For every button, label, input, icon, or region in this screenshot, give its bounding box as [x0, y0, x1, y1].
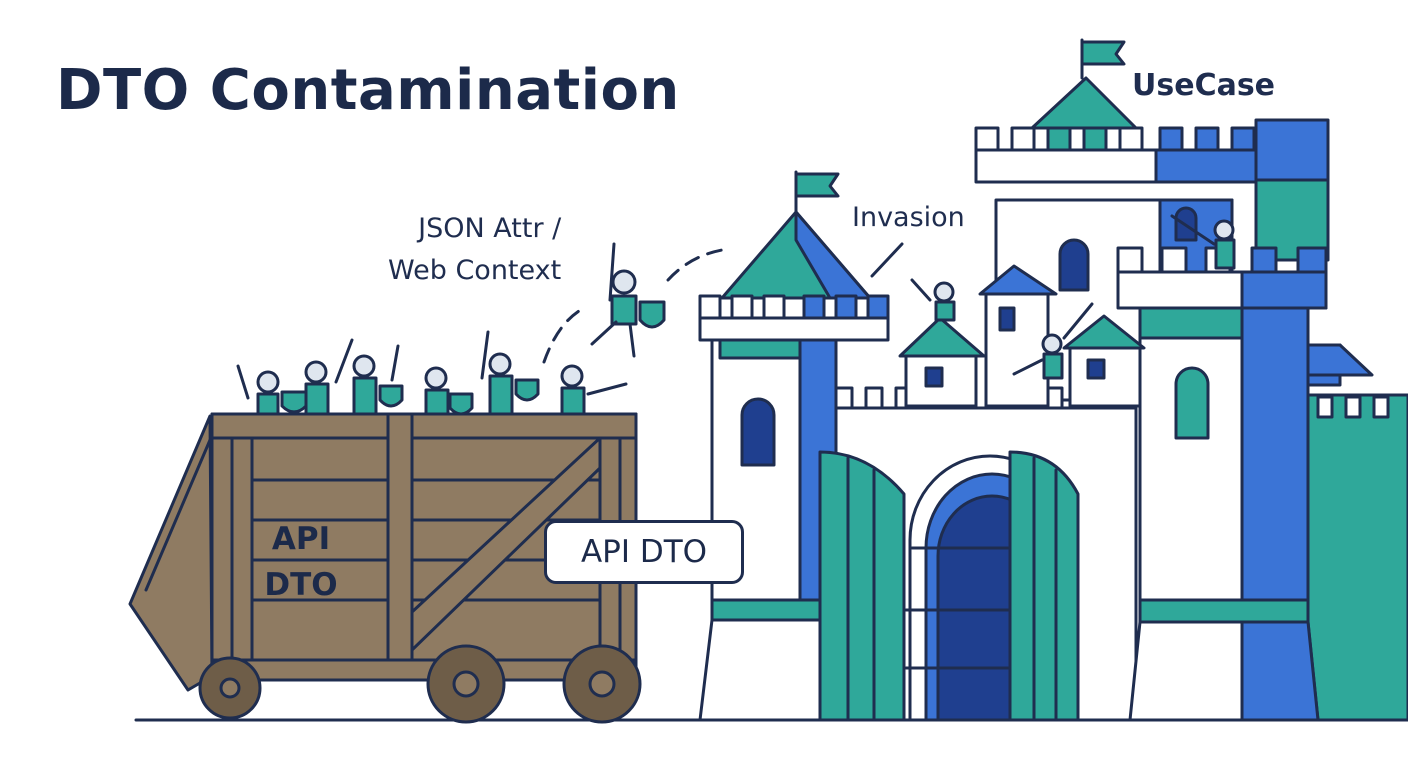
spear-icon: [482, 332, 488, 378]
soldier-figure: [562, 366, 626, 414]
sword-icon: [912, 280, 930, 300]
shield-icon: [450, 394, 472, 414]
shield-icon: [640, 302, 664, 327]
crate-label-line1: API: [256, 516, 346, 562]
soldier-figure: [238, 366, 306, 414]
crate-lid: [130, 416, 212, 690]
api-dto-tag-text: API DTO: [547, 523, 741, 581]
json-attr-line: JSON Attr /: [388, 208, 561, 250]
soldier-figure: [482, 332, 538, 414]
helmet-icon: [354, 356, 374, 376]
spear-icon: [610, 244, 614, 300]
helmet-icon: [490, 354, 510, 374]
castle-right-wall: [1300, 345, 1408, 720]
helmet-icon: [258, 372, 278, 392]
sword-icon: [872, 244, 902, 276]
soldier-figure: [912, 280, 954, 320]
crate-label-line2: DTO: [256, 562, 346, 608]
crate-label: API DTO: [256, 516, 346, 608]
page-title: DTO Contamination: [56, 58, 680, 123]
soldier-figure: [354, 346, 402, 414]
soldier-figure-leaping: [592, 244, 664, 356]
helmet-icon: [613, 271, 635, 293]
shield-icon: [380, 386, 402, 406]
shield-icon: [516, 380, 538, 400]
sword-icon: [336, 340, 352, 382]
soldier-figure: [306, 340, 352, 414]
helmet-icon: [562, 366, 582, 386]
invasion-label: Invasion: [852, 202, 965, 233]
gate-door-right: [1010, 452, 1078, 720]
usecase-label: UseCase: [1132, 68, 1275, 103]
flag-icon: [796, 174, 838, 196]
helmet-icon: [426, 368, 446, 388]
shield-icon: [282, 392, 306, 412]
json-web-context-label: JSON Attr / Web Context: [388, 208, 561, 292]
web-context-line: Web Context: [388, 250, 561, 292]
helmet-icon: [306, 362, 326, 382]
api-dto-tag: API DTO: [544, 520, 744, 584]
gate-door-left: [820, 452, 904, 720]
right-tower: [1118, 248, 1326, 720]
soldier-figure: [426, 368, 472, 414]
spear-icon: [238, 366, 248, 398]
flag-icon: [1082, 42, 1124, 64]
spear-icon: [392, 346, 398, 380]
spear-icon: [588, 384, 626, 394]
